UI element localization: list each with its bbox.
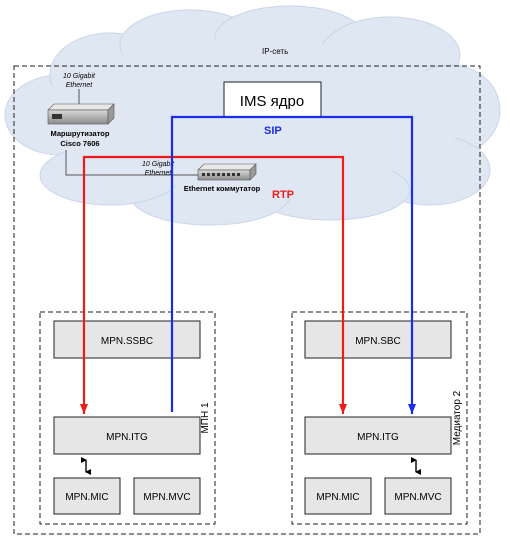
site1-itg-label: MPN.ITG [106, 432, 148, 443]
site2-name: Медиатор 2 [452, 390, 463, 445]
site1-sbc-label: MPN.SSBC [101, 336, 153, 347]
ims-core-box[interactable]: IMS ядро [223, 81, 322, 118]
sip-arrow-site2 [408, 404, 416, 414]
site2-mvc-label: MPN.MVC [394, 492, 441, 503]
rtp-label: RTP [272, 189, 294, 201]
rtp-arrow-site2 [339, 404, 347, 414]
router-name-2: Cisco 7606 [60, 139, 99, 148]
site1-mvc-box[interactable]: MPN.MVC [133, 477, 201, 515]
site2-boundary [291, 311, 468, 525]
site1-itg-box[interactable]: MPN.ITG [53, 416, 201, 455]
router-switch-link [65, 150, 198, 176]
site1-name: МПН 1 [200, 402, 211, 434]
site1-mvc-label: MPN.MVC [143, 492, 190, 503]
site1-group: МПН 1 MPN.SSBC MPN.ITG MPN.MIC MPN.MVC [39, 311, 216, 525]
site1-boundary [39, 311, 216, 525]
site1-sbc-box[interactable]: MPN.SSBC [53, 320, 201, 359]
router-uplink-label-1: 10 Gigabit [63, 73, 96, 80]
site2-mic-box[interactable]: MPN.MIC [304, 477, 372, 515]
site2-sbc-label: MPN.SBC [355, 336, 401, 347]
site2-sbc-box[interactable]: MPN.SBC [304, 320, 452, 359]
site2-itg-label: MPN.ITG [357, 432, 399, 443]
ims-core-label: IMS ядро [240, 93, 304, 110]
cloud-label: IP-сеть [262, 47, 288, 56]
site1-mic-label: MPN.MIC [65, 492, 108, 503]
link-label-2: Ethernet [145, 170, 173, 177]
site2-mvc-box[interactable]: MPN.MVC [384, 477, 452, 515]
sip-label: SIP [264, 125, 282, 137]
rtp-arrow-site1 [80, 404, 88, 414]
router-name-1: Маршрутизатор [51, 129, 110, 138]
site2-mic-label: MPN.MIC [316, 492, 359, 503]
sip-path [170, 115, 414, 414]
site1-mic-box[interactable]: MPN.MIC [53, 477, 121, 515]
link-label-1: 10 Gigabit [142, 161, 175, 168]
switch-name: Ethernet коммутатор [184, 184, 261, 193]
rtp-path [82, 155, 345, 414]
site2-itg-box[interactable]: MPN.ITG [304, 416, 452, 455]
ip-network-boundary [13, 65, 481, 535]
ethernet-switch-icon[interactable] [197, 163, 257, 181]
site2-group: Медиатор 2 MPN.SBC MPN.ITG MPN.MIC MPN.M… [291, 311, 468, 525]
router-uplink-label-2: Ethernet [66, 82, 94, 89]
router-icon[interactable] [47, 103, 115, 125]
